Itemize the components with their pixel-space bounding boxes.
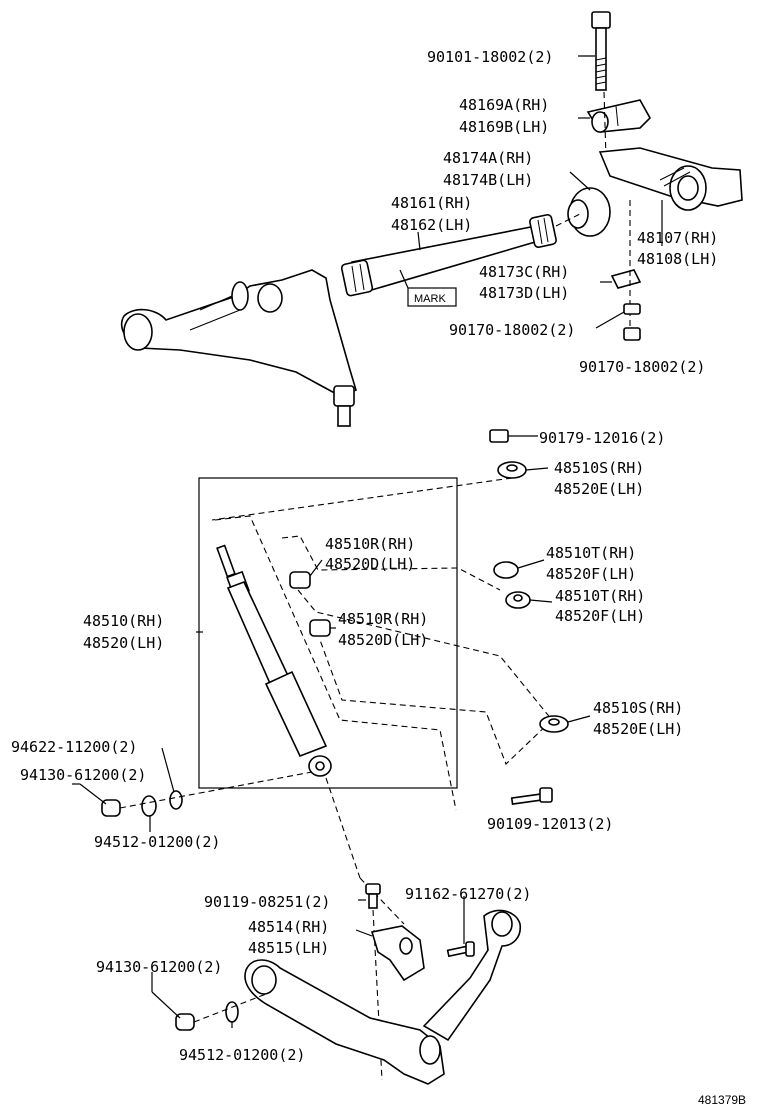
label-nut-90179: 90179-12016(2) xyxy=(539,429,665,447)
lower-control-arm-drawing xyxy=(244,909,522,1085)
label-ret-48520f-b: 48520F(LH) xyxy=(555,607,645,625)
label-ret-48520f-a: 48520F(LH) xyxy=(546,565,636,583)
label-arm-48107: 48107(RH) xyxy=(637,229,718,247)
torsion-bar-48161-drawing xyxy=(340,213,557,297)
arm-48107-drawing xyxy=(598,147,743,211)
label-ret-48510s-bot: 48510S(RH) xyxy=(593,699,683,717)
absorber-assembly xyxy=(72,429,591,925)
label-bracket-48515: 48515(LH) xyxy=(248,939,329,957)
lower-hardware-drawing xyxy=(175,1001,239,1031)
label-bush-48520d-b: 48520D(LH) xyxy=(338,631,428,649)
label-bolt-90119: 90119-08251(2) xyxy=(204,893,330,911)
nut-90179-drawing xyxy=(489,429,509,443)
label-nut-94130-a: 94130-61200(2) xyxy=(20,766,146,784)
label-bolt-90109: 90109-12013(2) xyxy=(487,815,613,833)
label-plate-48173c: 48173C(RH) xyxy=(479,263,569,281)
label-bush-48510r-b: 48510R(RH) xyxy=(338,610,428,628)
label-ret-48520e-top: 48520E(LH) xyxy=(554,480,644,498)
bolt-90109-drawing xyxy=(510,787,553,805)
retainer-48510t-drawing xyxy=(493,561,531,609)
absorber-hardware-drawing xyxy=(101,790,183,817)
bush-48174-drawing xyxy=(567,187,611,237)
label-absorber-rh: 48510(RH) xyxy=(83,612,164,630)
part-labels: 90101-18002(2) 48169A(RH) 48169B(LH) 481… xyxy=(11,48,746,1107)
label-washer-94512-a: 94512-01200(2) xyxy=(94,833,220,851)
label-bush-48174b: 48174B(LH) xyxy=(443,171,533,189)
label-nut-94130-b: 94130-61200(2) xyxy=(96,958,222,976)
label-bush-48174a: 48174A(RH) xyxy=(443,149,533,167)
label-mark: MARK xyxy=(414,293,446,305)
bush-48510r-drawing xyxy=(289,571,331,637)
upper-control-arm-drawing xyxy=(120,269,357,427)
upper-assembly xyxy=(120,11,743,427)
label-nut-90170-a: 90170-18002(2) xyxy=(449,321,575,339)
label-ret-48510t-b: 48510T(RH) xyxy=(555,587,645,605)
label-washer-94512-b: 94512-01200(2) xyxy=(179,1046,305,1064)
label-arm-48108: 48108(LH) xyxy=(637,250,718,268)
nut-90170-drawing xyxy=(623,303,641,341)
bolt-91162-drawing xyxy=(446,941,475,958)
bolt-90101-drawing xyxy=(591,11,611,91)
label-ret-48510s-top: 48510S(RH) xyxy=(554,459,644,477)
absorber-48510-drawing xyxy=(216,544,332,777)
label-cam-48169b: 48169B(LH) xyxy=(459,118,549,136)
label-bush-48510r-a: 48510R(RH) xyxy=(325,535,415,553)
label-cam-48169a: 48169A(RH) xyxy=(459,96,549,114)
label-bracket-48514: 48514(RH) xyxy=(248,918,329,936)
bracket-48514-drawing xyxy=(370,925,425,982)
lower-assembly xyxy=(151,883,522,1085)
figure-id: 481379B xyxy=(698,1093,746,1107)
label-bolt-91162: 91162-61270(2) xyxy=(405,885,531,903)
label-ring-94622: 94622-11200(2) xyxy=(11,738,137,756)
retainer-48510s-bottom-drawing xyxy=(539,715,569,733)
cam-48169-drawing xyxy=(586,99,651,133)
label-absorber-lh: 48520(LH) xyxy=(83,634,164,652)
label-ret-48520e-bot: 48520E(LH) xyxy=(593,720,683,738)
label-nut-90170-b: 90170-18002(2) xyxy=(579,358,705,376)
plate-48173-drawing xyxy=(610,269,642,289)
label-bolt-90101: 90101-18002(2) xyxy=(427,48,553,66)
label-plate-48173d: 48173D(LH) xyxy=(479,284,569,302)
bolt-90119-drawing xyxy=(365,883,381,909)
label-bar-48161: 48161(RH) xyxy=(391,194,472,212)
label-bush-48520d-a: 48520D(LH) xyxy=(325,555,415,573)
retainer-48510s-top-drawing xyxy=(497,461,527,479)
label-ret-48510t-a: 48510T(RH) xyxy=(546,544,636,562)
label-bar-48162: 48162(LH) xyxy=(391,216,472,234)
